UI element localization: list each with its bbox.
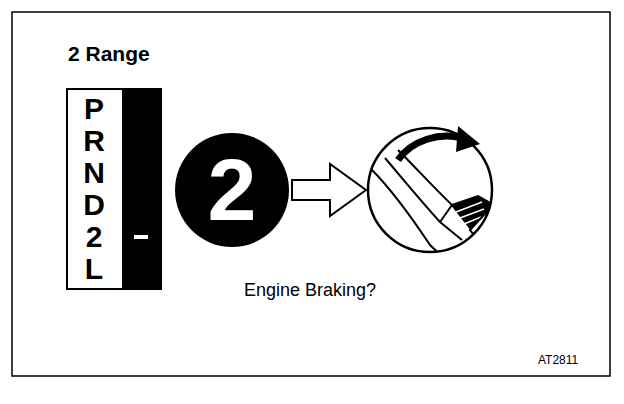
- gear-letter: D: [68, 189, 120, 221]
- foot-pedal-picture: [368, 126, 510, 262]
- caption-question: Engine Braking?: [244, 280, 376, 301]
- gear-selector: PRND2L: [66, 88, 162, 290]
- title: 2 Range: [68, 42, 150, 66]
- range-circle: 2: [175, 133, 289, 247]
- range-number: 2: [208, 146, 257, 234]
- gear-letter: L: [68, 253, 120, 285]
- gear-letter: R: [68, 125, 120, 157]
- gear-letter: P: [68, 93, 120, 125]
- hollow-arrow: [292, 164, 366, 216]
- gear-letter: 2: [68, 221, 120, 253]
- frame: [12, 12, 610, 376]
- black-band: [122, 90, 160, 288]
- figure-code: AT2811: [538, 353, 578, 367]
- position-dash: [134, 235, 148, 239]
- gear-letter: N: [68, 157, 120, 189]
